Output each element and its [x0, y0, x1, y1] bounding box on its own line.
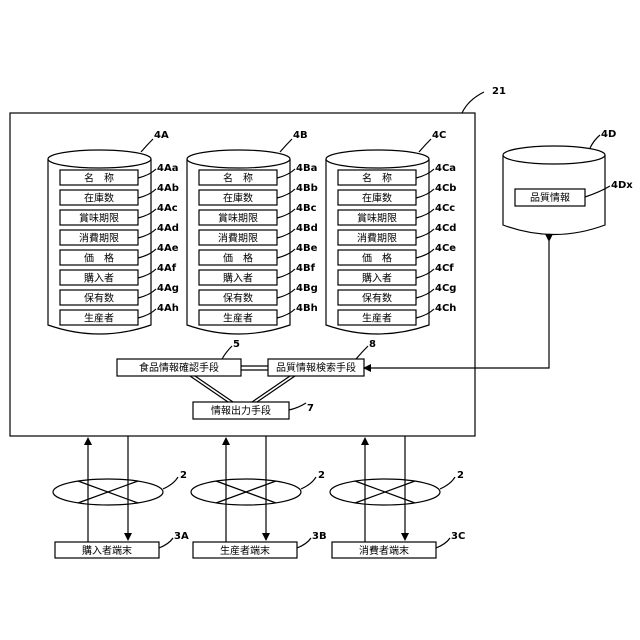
network-label: 2 — [318, 470, 325, 481]
field-label: 在庫数 — [223, 192, 253, 205]
field-ref: 4Af — [157, 263, 177, 274]
field-label: 購入者 — [362, 272, 392, 285]
quality-database: 品質情報 4Dx 4D — [503, 129, 633, 235]
network-label: 2 — [180, 470, 187, 481]
field-ref: 4Cg — [435, 283, 456, 294]
server-label: 21 — [492, 86, 506, 97]
quality-info-ref: 4Dx — [611, 180, 633, 191]
network-3: 2 — [330, 436, 464, 542]
field-label: 保有数 — [84, 292, 114, 305]
database-label: 4C — [432, 130, 446, 141]
field-label: 在庫数 — [84, 192, 114, 205]
terminal-ref: 3A — [174, 531, 189, 542]
field-label: 名 称 — [362, 172, 392, 185]
quality-db-label: 4D — [601, 129, 616, 140]
field-label: 消費期限 — [79, 232, 119, 245]
field-label: 賞味期限 — [218, 212, 258, 225]
field-label: 消費期限 — [218, 232, 258, 245]
database-top — [48, 150, 151, 168]
food-info-confirm-label: 食品情報確認手段 — [139, 361, 219, 374]
field-ref: 4Bd — [296, 223, 318, 234]
field-label: 価 格 — [362, 252, 392, 265]
quality-info-label: 品質情報 — [530, 191, 570, 204]
server-leader — [462, 92, 484, 113]
field-ref: 4Ba — [296, 163, 317, 174]
field-label: 生産者 — [223, 312, 253, 325]
field-label: 生産者 — [362, 312, 392, 325]
terminal-leader — [297, 538, 311, 548]
field-ref: 4Bh — [296, 303, 318, 314]
field-label: 価 格 — [84, 252, 114, 265]
field-label: 保有数 — [223, 292, 253, 305]
field-ref: 4Aa — [157, 163, 178, 174]
field-ref: 4Bb — [296, 183, 318, 194]
network-group: 2 2 2 購入者端末 3A 生産者端末 3B 消費者端末 3C — [53, 436, 465, 558]
field-label: 在庫数 — [362, 192, 392, 205]
terminal-label: 購入者端末 — [82, 544, 132, 557]
network-leader — [163, 477, 178, 489]
terminal-ref: 3C — [451, 531, 465, 542]
database-group: 4A 名 称 4Aa 在庫数 4Ab 賞味期限 4Ac 消費期限 4Ad 価 格 4Ae 購入者 4Af… — [48, 130, 456, 334]
field-ref: 4Ae — [157, 243, 179, 254]
food-info-confirm-ref: 5 — [233, 339, 240, 350]
field-ref: 4Ca — [435, 163, 456, 174]
field-ref: 4Ab — [157, 183, 179, 194]
field-ref: 4Ah — [157, 303, 179, 314]
field-ref: 4Cf — [435, 263, 454, 274]
terminal-3A: 購入者端末 3A — [55, 531, 189, 558]
field-label: 消費期限 — [357, 232, 397, 245]
field-label: 名 称 — [84, 172, 114, 185]
network-leader — [440, 477, 455, 489]
field-ref: 4Ag — [157, 283, 179, 294]
terminal-3B: 生産者端末 3B — [193, 531, 327, 558]
network-leader — [301, 477, 316, 489]
field-label: 生産者 — [84, 312, 114, 325]
field-ref: 4Ce — [435, 243, 456, 254]
terminal-leader — [159, 538, 173, 548]
field-ref: 4Bf — [296, 263, 316, 274]
terminal-label: 消費者端末 — [359, 544, 409, 557]
field-label: 購入者 — [84, 272, 114, 285]
info-output-ref: 7 — [307, 403, 314, 414]
field-ref: 4Cd — [435, 223, 456, 234]
terminal-ref: 3B — [312, 531, 327, 542]
field-label: 保有数 — [362, 292, 392, 305]
field-ref: 4Ac — [157, 203, 178, 214]
terminal-leader — [436, 538, 450, 548]
field-label: 購入者 — [223, 272, 253, 285]
network-label: 2 — [457, 470, 464, 481]
field-ref: 4Ad — [157, 223, 179, 234]
terminal-3C: 消費者端末 3C — [332, 531, 465, 558]
network-2: 2 — [191, 436, 325, 542]
field-ref: 4Be — [296, 243, 318, 254]
info-output-label: 情報出力手段 — [211, 404, 271, 417]
database-label: 4A — [154, 130, 169, 141]
quality-search-label: 品質情報検索手段 — [276, 361, 356, 374]
terminal-label: 生産者端末 — [220, 544, 270, 557]
field-label: 賞味期限 — [357, 212, 397, 225]
field-label: 価 格 — [223, 252, 253, 265]
field-ref: 4Ch — [435, 303, 456, 314]
field-ref: 4Cb — [435, 183, 456, 194]
field-label: 賞味期限 — [79, 212, 119, 225]
quality-search-ref: 8 — [369, 339, 376, 350]
database-label: 4B — [293, 130, 308, 141]
network-1: 2 — [53, 436, 187, 542]
field-ref: 4Bg — [296, 283, 318, 294]
database-top — [326, 150, 429, 168]
field-label: 名 称 — [223, 172, 253, 185]
field-ref: 4Bc — [296, 203, 317, 214]
field-ref: 4Cc — [435, 203, 455, 214]
database-top — [187, 150, 290, 168]
